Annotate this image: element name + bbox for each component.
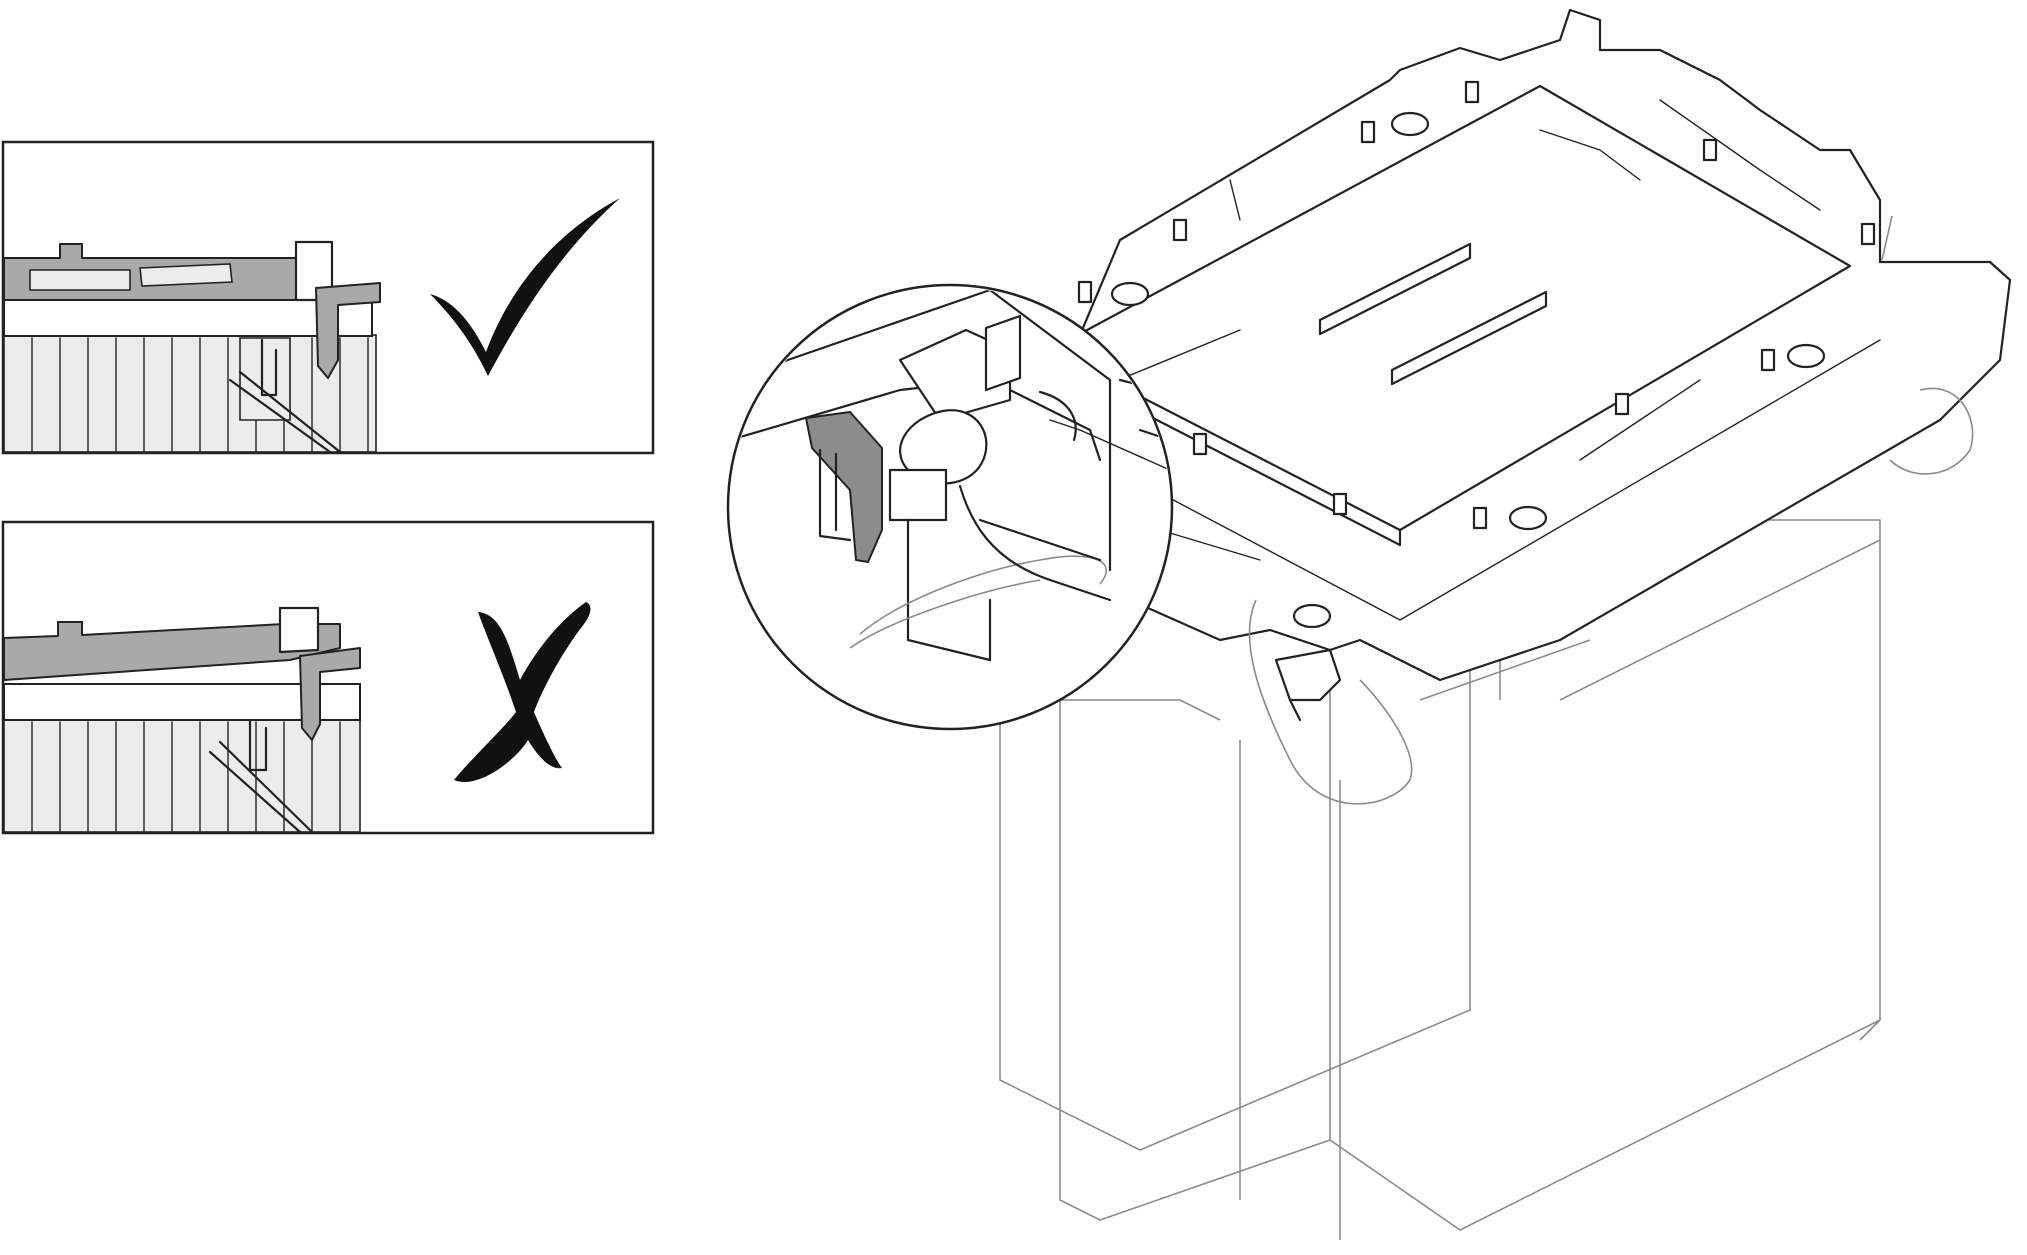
screw-hole <box>1390 111 1430 137</box>
frame-post <box>1614 392 1630 416</box>
frame-post <box>1702 138 1718 162</box>
check-mark-icon <box>430 198 620 376</box>
frame-post <box>1760 348 1776 372</box>
frame-post <box>1172 218 1188 242</box>
screw-hole <box>1110 281 1150 307</box>
frame-post <box>1332 492 1348 516</box>
x-mark-icon <box>454 602 591 782</box>
incorrect-heatsink-fins <box>3 719 361 833</box>
correct-seating-panel <box>1 140 655 455</box>
frame-post <box>1360 120 1376 144</box>
frame-post <box>1192 432 1208 456</box>
correct-latch <box>315 282 381 379</box>
frame-latch <box>1274 648 1342 722</box>
frame-post <box>1077 280 1093 304</box>
screw-hole <box>1508 505 1548 531</box>
screw-hole <box>1292 603 1332 629</box>
frame-post <box>1464 80 1480 104</box>
frame-post <box>1860 222 1876 246</box>
correct-heatsink-fins <box>3 334 377 453</box>
incorrect-latch <box>299 647 361 741</box>
frame-post <box>1472 506 1488 530</box>
incorrect-seating-panel <box>1 520 655 835</box>
correct-carrier-frame <box>3 240 373 454</box>
heatsink-module <box>999 8 2012 1240</box>
latch-detail-magnifier <box>726 283 1174 731</box>
magnified-latch <box>805 411 883 563</box>
screw-hole <box>1786 343 1826 369</box>
